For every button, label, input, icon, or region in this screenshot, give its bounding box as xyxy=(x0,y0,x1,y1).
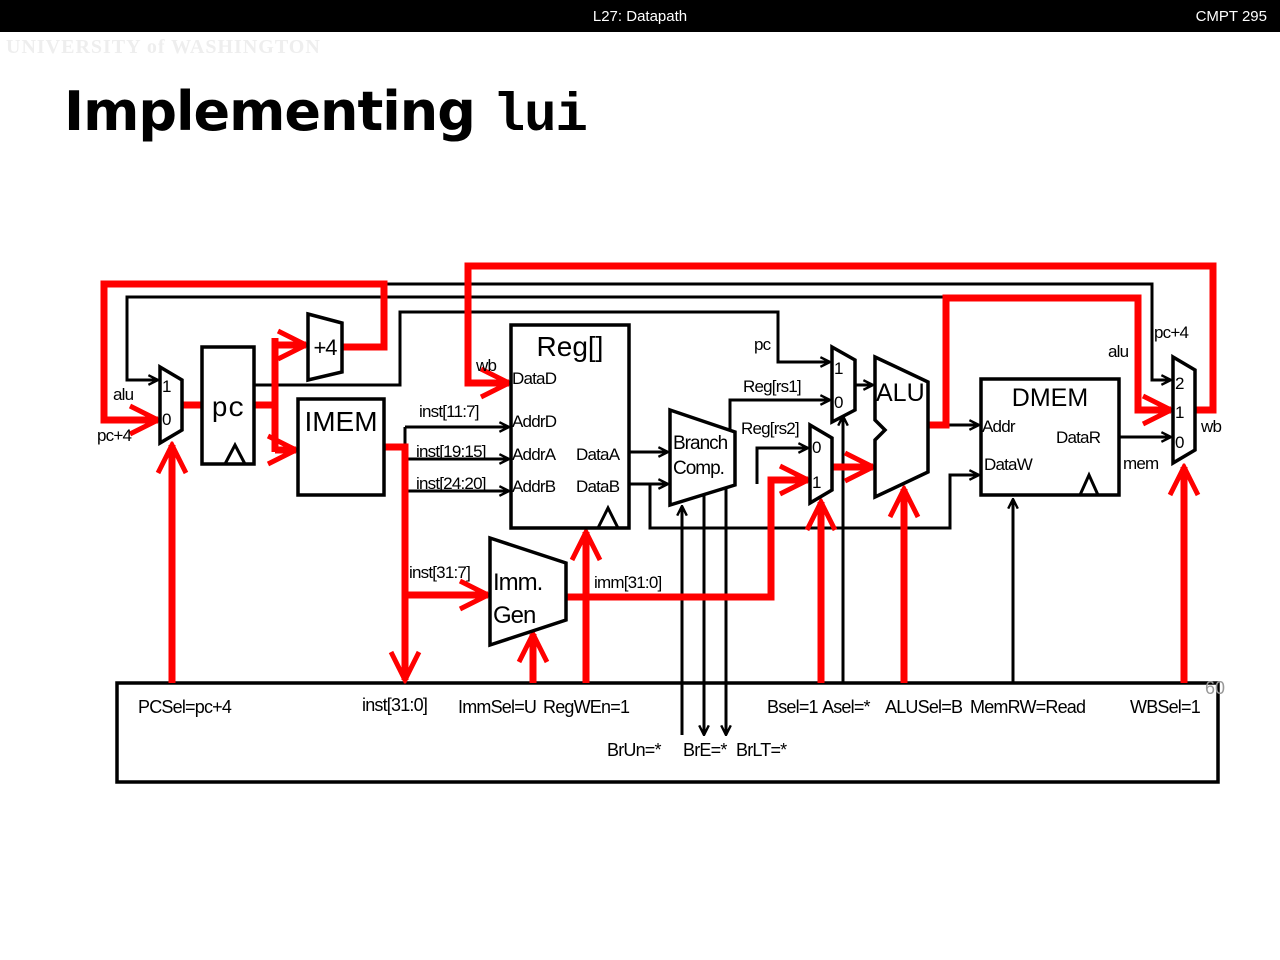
port-addrb: AddrB xyxy=(512,477,556,496)
port-addr: Addr xyxy=(982,417,1016,436)
pc-clock-icon xyxy=(223,441,247,465)
wire-alu-to-wbmux xyxy=(928,294,1171,429)
a-mux-input-0: 0 xyxy=(834,393,843,412)
course-name: CMPT 295 xyxy=(1195,8,1267,25)
control-bre: BrE=* xyxy=(683,740,727,760)
label-mem: mem xyxy=(1123,454,1159,473)
port-dataw: DataW xyxy=(984,455,1033,474)
label-rs1: Reg[rs1] xyxy=(743,377,801,396)
pc-mux-input-1: 1 xyxy=(162,377,171,396)
a-mux xyxy=(830,344,857,425)
branch-label-1: Branch xyxy=(673,433,728,454)
label-inst-24-20: inst[24:20] xyxy=(416,474,486,493)
alu xyxy=(873,354,930,500)
label-rs2: Reg[rs2] xyxy=(741,419,799,438)
slide-number: 60 xyxy=(1205,678,1225,698)
control-logic-box xyxy=(115,681,1220,784)
pc-label: pc xyxy=(211,394,245,425)
wb-mux-input-2: 2 xyxy=(1175,374,1184,393)
branch-comparator xyxy=(668,407,737,508)
label-alu-right: alu xyxy=(1108,342,1129,361)
wire-pc-to-amux xyxy=(254,310,830,387)
label-imm: imm[31:0] xyxy=(594,573,662,592)
reg-clock-icon xyxy=(596,504,620,529)
plus4-adder xyxy=(306,311,344,383)
control-bsel: Bsel=1 xyxy=(767,697,819,717)
wire-alu-to-pcmux xyxy=(125,295,946,380)
b-mux xyxy=(808,421,834,507)
label-wb-reg: wb xyxy=(475,356,496,375)
wire-pc4-to-pcmux xyxy=(100,280,388,420)
pc-mux-input-0: 0 xyxy=(162,410,171,429)
control-inst: inst[31:0] xyxy=(362,695,427,715)
port-dataa: DataA xyxy=(576,445,621,464)
control-brun: BrUn=* xyxy=(607,740,662,760)
wb-mux-input-1: 1 xyxy=(1175,403,1184,422)
port-datad: DataD xyxy=(512,369,557,388)
slide-title: Implementing lui xyxy=(64,80,588,147)
control-asel: Asel=* xyxy=(822,697,871,717)
wb-mux xyxy=(1171,353,1197,467)
imem-label: IMEM xyxy=(304,406,377,437)
control-immsel: ImmSel=U xyxy=(458,697,536,717)
title-code: lui xyxy=(492,86,588,147)
b-mux-input-0: 0 xyxy=(812,438,821,457)
slide-header: L27: Datapath CMPT 295 xyxy=(0,0,1280,32)
label-pc4-right: pc+4 xyxy=(1154,323,1188,342)
label-pc4-left: pc+4 xyxy=(97,426,131,445)
wire-rs2-to-dataw xyxy=(648,475,979,530)
active-wires xyxy=(100,262,1217,683)
b-mux-input-1: 1 xyxy=(812,473,821,492)
imem-block xyxy=(296,397,386,497)
lecture-title: L27: Datapath xyxy=(592,8,688,25)
imm-gen-label-2: Gen xyxy=(493,602,535,629)
port-addrd: AddrD xyxy=(512,412,557,431)
control-regwen: RegWEn=1 xyxy=(543,697,630,717)
label-inst-19-15: inst[19:15] xyxy=(416,442,486,461)
control-labels: PCSel=pc+4 inst[31:0] ImmSel=U RegWEn=1 … xyxy=(138,678,1225,760)
register-file xyxy=(509,323,631,530)
port-datar: DataR xyxy=(1056,428,1101,447)
alu-label: ALU xyxy=(876,379,925,407)
pc-mux xyxy=(158,363,184,447)
imm-gen-label-1: Imm. xyxy=(493,569,542,596)
dmem-label: DMEM xyxy=(1012,384,1088,412)
imm-gen xyxy=(488,535,568,648)
reg-label: Reg[] xyxy=(537,331,604,362)
pc-register xyxy=(200,345,256,466)
wire-labels: alu pc+4 wb inst[11:7] inst[19:15] inst[… xyxy=(97,323,1222,592)
port-addra: AddrA xyxy=(512,445,557,464)
title-text: Implementing xyxy=(64,80,493,143)
wire-inst-to-control xyxy=(384,443,405,680)
label-inst-11-7: inst[11:7] xyxy=(419,402,479,421)
wire-rs2-to-bmux xyxy=(755,448,808,484)
branch-label-2: Comp. xyxy=(673,458,724,479)
university-watermark: UNIVERSITY of WASHINGTON xyxy=(6,36,321,58)
wire-pc4-to-wbmux xyxy=(385,282,1171,380)
wb-mux-input-0: 0 xyxy=(1175,433,1184,452)
a-mux-input-1: 1 xyxy=(834,359,843,378)
inactive-wires xyxy=(125,282,1171,735)
control-pcsel: PCSel=pc+4 xyxy=(138,697,232,717)
label-alu-left: alu xyxy=(113,385,134,404)
label-wb-right: wb xyxy=(1200,417,1221,436)
label-pc: pc xyxy=(754,335,772,354)
control-brlt: BrLT=* xyxy=(736,740,787,760)
control-wbsel: WBSel=1 xyxy=(1130,697,1201,717)
dmem-block xyxy=(979,377,1121,497)
control-memrw: MemRW=Read xyxy=(970,697,1085,717)
dmem-clock-icon xyxy=(1078,471,1100,496)
port-datab: DataB xyxy=(576,477,620,496)
label-inst-31-7: inst[31:7] xyxy=(409,563,470,582)
control-alusel: ALUSel=B xyxy=(885,697,963,717)
wire-imm-to-bmux xyxy=(566,480,808,601)
plus4-label: +4 xyxy=(313,335,337,360)
wire-wb-to-datad xyxy=(464,262,1217,414)
